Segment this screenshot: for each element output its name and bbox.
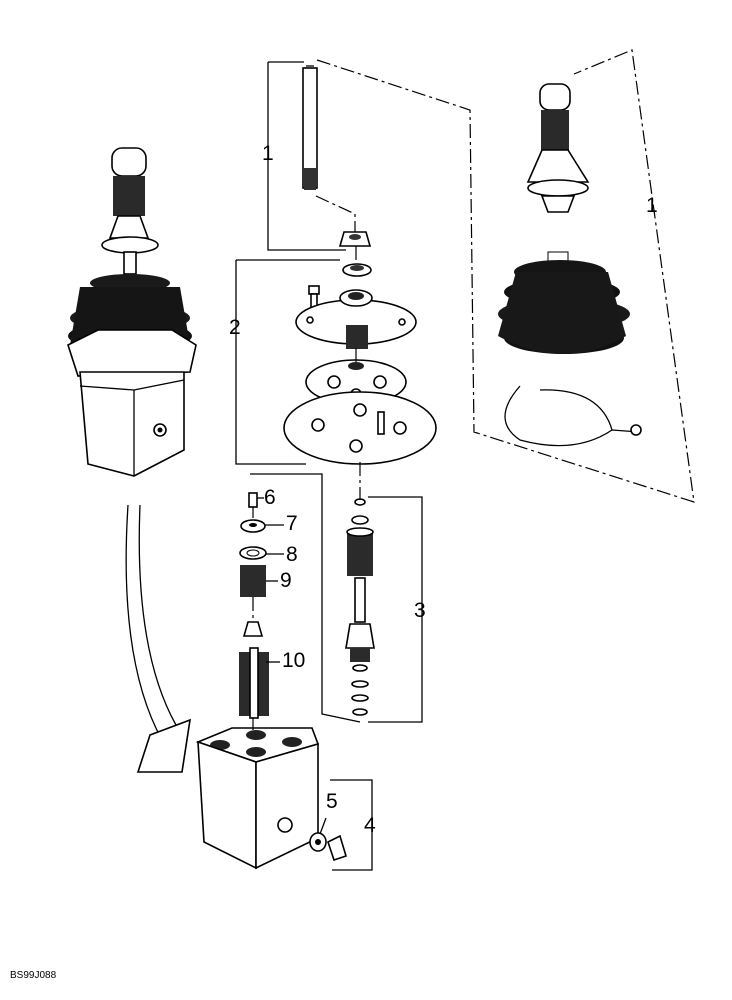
callout-7: 7 bbox=[286, 512, 298, 535]
ring-part bbox=[342, 263, 372, 277]
callout-1-right: 1 bbox=[646, 194, 658, 217]
callout-5: 5 bbox=[326, 790, 338, 813]
joystick-upper-right bbox=[498, 83, 642, 447]
callout-1-top: 1 bbox=[262, 142, 274, 165]
plug-and-washer-part bbox=[309, 832, 347, 862]
callout-labels: 1 1 2 3 4 5 6 7 8 9 10 bbox=[229, 142, 658, 837]
callout-2: 2 bbox=[229, 316, 241, 339]
callout-8: 8 bbox=[286, 543, 298, 566]
valve-housing-bottom bbox=[195, 727, 320, 870]
shaft-part bbox=[302, 65, 318, 190]
nut-part bbox=[338, 231, 372, 247]
callout-4: 4 bbox=[364, 814, 376, 837]
callout-9: 9 bbox=[280, 569, 292, 592]
reference-code: BS99J088 bbox=[10, 970, 57, 981]
assembly-direction-arrow bbox=[125, 504, 191, 773]
callout-3: 3 bbox=[414, 599, 426, 622]
callout-10: 10 bbox=[282, 649, 305, 672]
valve-column-left bbox=[239, 492, 269, 719]
base-plate-part bbox=[283, 391, 437, 465]
callout-6: 6 bbox=[264, 486, 276, 509]
valve-column-right bbox=[345, 498, 375, 716]
assembled-joystick-left bbox=[67, 147, 197, 477]
top-plate-part bbox=[295, 289, 417, 349]
leader-lines bbox=[235, 49, 695, 871]
